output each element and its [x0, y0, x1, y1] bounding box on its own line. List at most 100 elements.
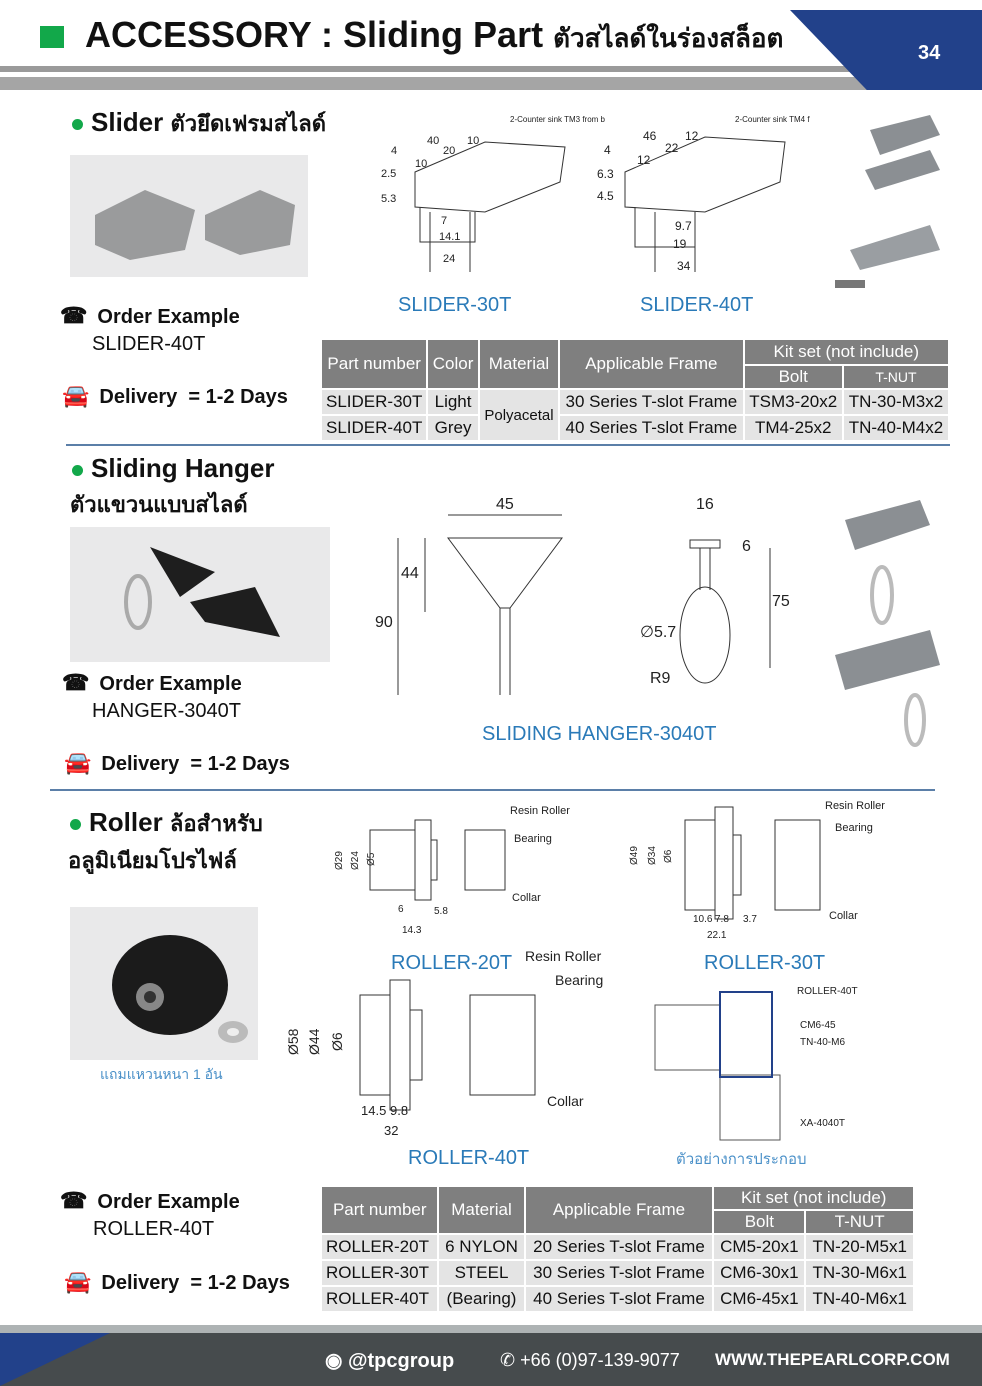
svg-text:19: 19 [673, 237, 687, 251]
svg-text:10: 10 [467, 135, 479, 147]
page-number: 34 [918, 42, 941, 64]
th-material: Material [477, 338, 561, 390]
order-label: Order Example [97, 1191, 240, 1213]
svg-text:20: 20 [443, 145, 455, 157]
cell-bolt: CM6-45x1 [712, 1285, 807, 1313]
section-divider [66, 444, 950, 446]
cell-material: STEEL [437, 1259, 526, 1287]
hanger-photo [70, 527, 330, 662]
footer-website[interactable]: WWW.THEPEARLCORP.COM [715, 1350, 950, 1369]
slider-40t-label: SLIDER-40T [640, 294, 754, 316]
th-material: Material [437, 1185, 526, 1235]
section-divider [50, 789, 935, 791]
svg-text:9.8: 9.8 [390, 1103, 408, 1118]
cell-part: SLIDER-40T [319, 414, 429, 442]
svg-text:Resin Roller: Resin Roller [510, 805, 570, 817]
footer [0, 1333, 982, 1386]
cell-part: SLIDER-30T [319, 388, 429, 416]
svg-text:2.5: 2.5 [381, 168, 396, 180]
order-label: Order Example [97, 306, 240, 328]
svg-text:Ø34: Ø34 [647, 846, 658, 865]
hanger-delivery: 🚘Delivery = 1-2 Days [64, 750, 290, 776]
car-icon: 🚘 [64, 750, 92, 775]
svg-text:3.7: 3.7 [743, 914, 757, 925]
cell-bolt: TM4-25x2 [742, 414, 844, 442]
svg-text:14.3: 14.3 [402, 925, 422, 936]
bullet-icon [70, 818, 81, 830]
roller-photo [70, 907, 258, 1060]
delivery-value: = 1-2 Days [190, 1272, 290, 1294]
hanger-image [124, 547, 280, 637]
svg-text:7: 7 [441, 215, 447, 227]
line-id: @tpcgroup [348, 1350, 455, 1372]
svg-text:CM6-45: CM6-45 [800, 1020, 836, 1031]
slider-delivery: 🚘Delivery = 1-2 Days [62, 383, 288, 409]
cell-frame: 40 Series T-slot Frame [523, 1285, 715, 1313]
cell-frame: 30 Series T-slot Frame [523, 1259, 715, 1287]
th-part: Part number [319, 338, 429, 390]
svg-text:34: 34 [677, 259, 691, 273]
svg-text:XA-4040T: XA-4040T [800, 1118, 845, 1129]
delivery-label: Delivery [99, 386, 178, 408]
line-icon: ◉ [325, 1350, 343, 1372]
phone-icon: ☎ [60, 1188, 88, 1213]
slider-order-example: ☎ Order Example [60, 303, 240, 329]
hanger-label: SLIDING HANGER-3040T [482, 723, 717, 745]
slider-title-th: ตัวยึดเฟรมสไลด์ [170, 111, 326, 136]
title-en: ACCESSORY : Sliding Part [85, 14, 544, 55]
svg-text:10: 10 [415, 158, 427, 170]
cell-part: ROLLER-20T [319, 1233, 440, 1261]
svg-text:7.8: 7.8 [715, 914, 729, 925]
svg-text:Bearing: Bearing [835, 822, 873, 834]
svg-text:6: 6 [398, 904, 404, 915]
roller-delivery: 🚘Delivery = 1-2 Days [64, 1269, 290, 1295]
roller-title: Roller ล้อสำหรับ [70, 806, 263, 841]
slider-photo [70, 155, 308, 277]
svg-text:Resin Roller: Resin Roller [525, 948, 602, 964]
header-bar [0, 77, 930, 90]
hanger-title-th: ตัวแขวนแบบสไลด์ [70, 492, 248, 517]
svg-text:22.1: 22.1 [707, 930, 727, 941]
roller-title-th: ล้อสำหรับ [169, 811, 263, 836]
svg-text:Resin Roller: Resin Roller [825, 800, 885, 812]
th-frame: Applicable Frame [523, 1185, 715, 1235]
svg-text:∅5.7: ∅5.7 [640, 624, 676, 641]
phone-icon: ☎ [60, 303, 88, 328]
svg-text:Ø49: Ø49 [629, 846, 640, 865]
bullet-icon [72, 118, 83, 130]
svg-text:12: 12 [637, 153, 651, 167]
th-tnut: T-NUT [804, 1209, 915, 1235]
roller-order-example: ☎ Order Example [60, 1188, 240, 1214]
roller-photo-caption: แถมแหวนหนา 1 อัน [100, 1066, 223, 1082]
svg-text:ROLLER-40T: ROLLER-40T [797, 986, 858, 997]
svg-text:6.3: 6.3 [597, 167, 614, 181]
assembly-caption: ตัวอย่างการประกอบ [676, 1151, 807, 1168]
th-kit: Kit set (not include) [712, 1185, 915, 1211]
roller-title-en: Roller [89, 807, 163, 837]
title-th: ตัวสไลด์ในร่องสล็อต [553, 23, 784, 53]
svg-text:Ø5: Ø5 [366, 852, 377, 866]
cell-tnut: TN-40-M4x2 [841, 414, 951, 442]
svg-text:40: 40 [427, 135, 439, 147]
cell-material: 6 NYLON [437, 1233, 526, 1261]
page-title: ACCESSORY : Sliding Part ตัวสไลด์ในร่องส… [85, 14, 783, 59]
phone-icon: ✆ [500, 1350, 516, 1370]
cell-tnut: TN-40-M6x1 [804, 1285, 915, 1313]
footer-phone[interactable]: ✆ +66 (0)97-139-9077 [500, 1350, 680, 1371]
svg-text:4: 4 [391, 145, 397, 157]
slider-assembly-image [835, 115, 940, 288]
svg-text:6: 6 [742, 538, 751, 555]
svg-text:Bearing: Bearing [555, 972, 603, 988]
delivery-label: Delivery [101, 1272, 180, 1294]
svg-text:4.5: 4.5 [597, 189, 614, 203]
phone-number: +66 (0)97-139-9077 [520, 1350, 680, 1370]
delivery-value: = 1-2 Days [188, 386, 288, 408]
footer-line[interactable]: ◉ @tpcgroup [325, 1348, 454, 1373]
